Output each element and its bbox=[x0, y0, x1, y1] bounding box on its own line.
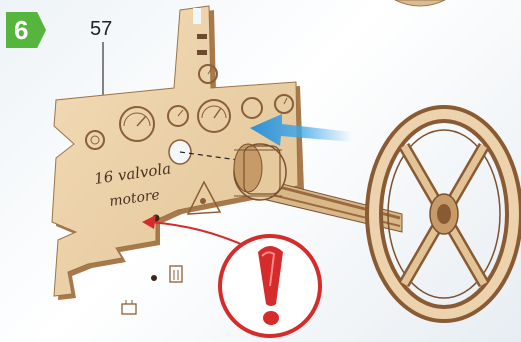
fuel-symbol bbox=[170, 266, 182, 282]
battery-symbol bbox=[122, 300, 136, 314]
exclamation-icon bbox=[220, 236, 320, 336]
lower-hole bbox=[151, 275, 157, 281]
partial-part-top bbox=[395, 0, 445, 6]
